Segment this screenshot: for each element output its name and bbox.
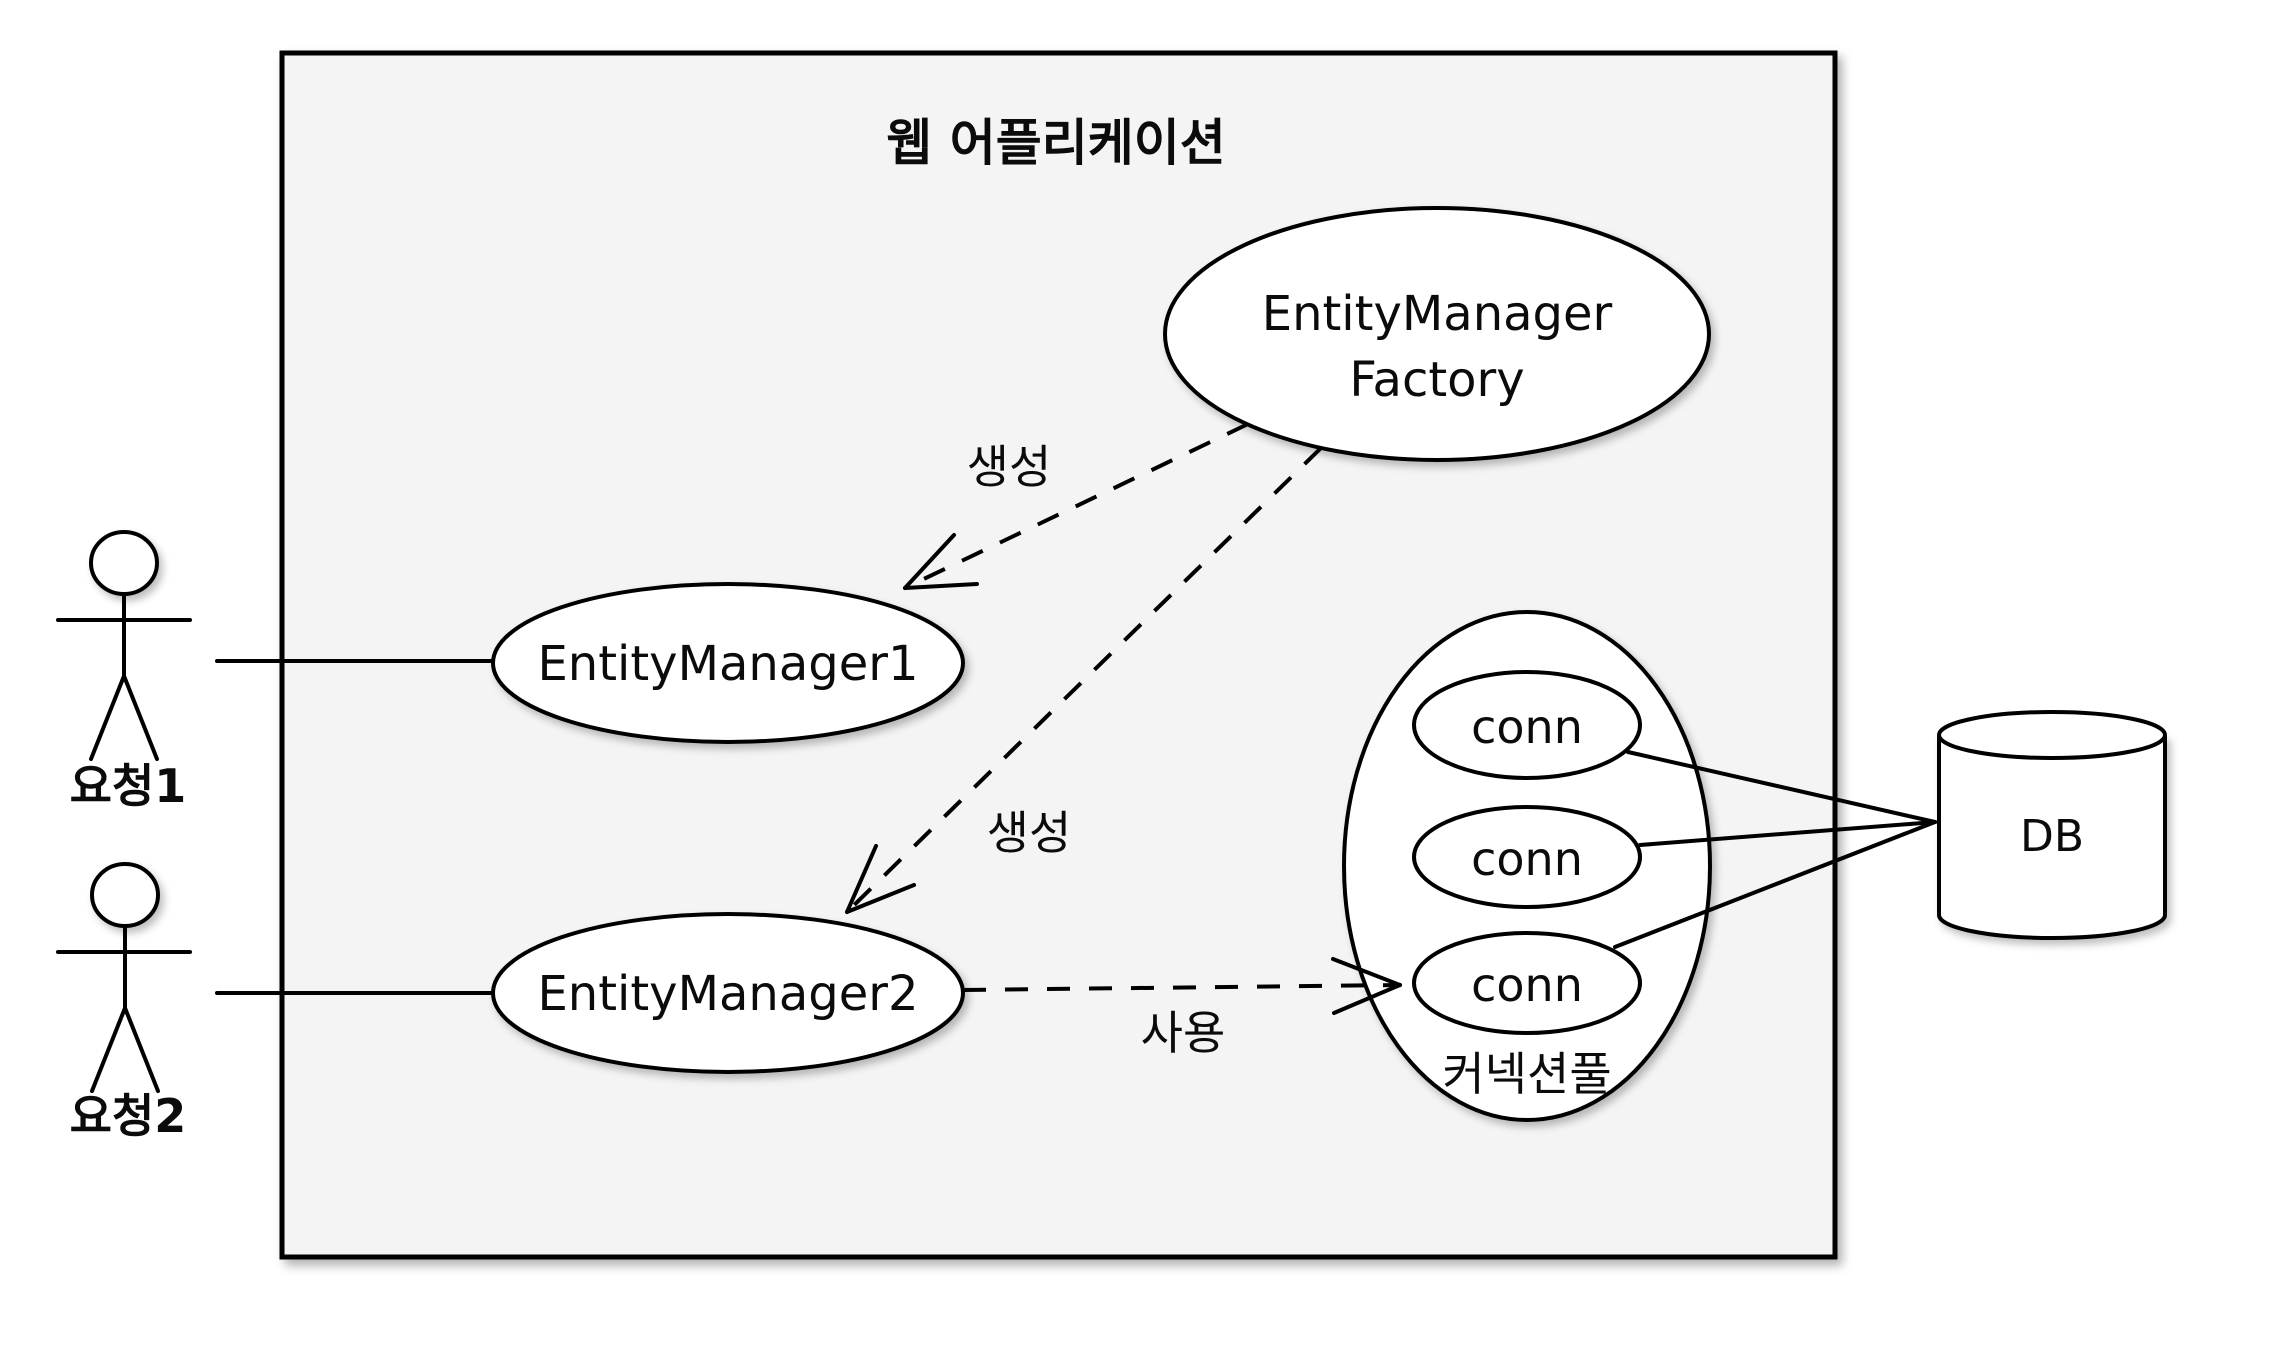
conn1-db-line (1626, 750, 1937, 824)
actor2-left-leg (90, 1006, 127, 1093)
use-conn-arrowhead (1332, 983, 1402, 1015)
create-em1-arrowhead (903, 533, 956, 590)
use-conn-label: 사용 (1141, 1006, 1226, 1060)
entitymanager2-label: EntityManager2 (537, 966, 918, 1022)
entitymanager1-label: EntityManager1 (537, 636, 918, 692)
actor2-head-icon (90, 862, 160, 928)
use-conn-dashed-line (962, 983, 1401, 992)
factory-label-line1: EntityManager (1262, 286, 1613, 342)
create-em2-arrowhead (845, 883, 916, 914)
actor2-label: 요청2 (70, 1089, 187, 1143)
create-em2-arrowhead (845, 844, 878, 914)
actor-request1: 요청1 (56, 530, 192, 813)
edge-create-em1: 생성 (903, 422, 1249, 590)
node-entitymanager1: EntityManager1 (491, 582, 965, 744)
entitymanager2-ellipse (491, 912, 965, 1074)
conn3-ellipse (1412, 931, 1642, 1035)
conn3-db-line (1613, 820, 1937, 949)
actor1-left-leg (89, 674, 126, 761)
create-em1-label: 생성 (967, 440, 1052, 494)
database-cylinder: DB (1937, 710, 2167, 940)
factory-ellipse (1163, 206, 1711, 462)
conn2-ellipse (1412, 805, 1642, 909)
db-cylinder-body (1937, 735, 2167, 940)
actor2-right-leg (123, 1006, 160, 1093)
create-em2-label: 생성 (987, 806, 1072, 860)
conn2-label: conn (1471, 832, 1583, 886)
create-em1-dashed-line (904, 422, 1249, 590)
use-conn-arrowhead (1331, 957, 1402, 987)
conn2-db-line (1638, 820, 1937, 847)
entitymanager1-ellipse (491, 582, 965, 744)
factory-label-line2: Factory (1349, 352, 1524, 408)
create-em1-arrowhead (903, 582, 979, 590)
conn3-label: conn (1471, 958, 1583, 1012)
db-label: DB (2020, 811, 2084, 862)
db-cylinder-top (1937, 710, 2167, 760)
actor-request2: 요청2 (56, 862, 192, 1143)
conn1-label: conn (1471, 700, 1583, 754)
conn1-ellipse (1412, 670, 1642, 780)
node-entitymanager2: EntityManager2 (491, 912, 965, 1074)
actor1-right-leg (122, 674, 159, 761)
connection-pool: conn conn conn 커넥션풀 (1342, 610, 1712, 1122)
create-em2-dashed-line (845, 446, 1323, 914)
actor1-head-icon (89, 530, 159, 596)
edge-use-conn: 사용 (962, 957, 1402, 1060)
actor1-label: 요청1 (70, 759, 187, 813)
edge-create-em2: 생성 (845, 446, 1323, 914)
connection-pool-label: 커넥션풀 (1442, 1047, 1611, 1101)
node-entitymanager-factory: EntityManager Factory (1163, 206, 1711, 462)
web-application-title: 웹 어플리케이션 (886, 114, 1225, 172)
